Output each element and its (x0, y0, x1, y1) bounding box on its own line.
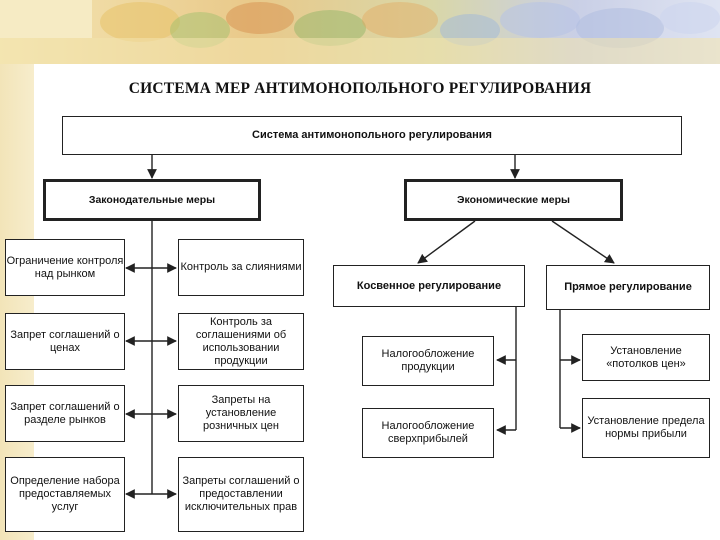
decorative-banner (0, 0, 720, 64)
direct-item-label: Установление предела нормы прибыли (587, 415, 705, 440)
direct-regulation-box: Прямое регулирование (546, 265, 710, 310)
indirect-item: Налогообложение продукции (362, 336, 494, 386)
direct-item-label: Установление «потолков цен» (606, 344, 686, 370)
legislative-right-item-label: Контроль за соглашениями об использовани… (195, 315, 287, 367)
direct-item: Установление «потолков цен» (582, 334, 710, 381)
direct-regulation-label: Прямое регулирование (564, 281, 692, 293)
legislative-left-item-label: Ограничение контроля над рынком (6, 254, 124, 280)
diagram-title: СИСТЕМА МЕР АНТИМОНОПОЛЬНОГО РЕГУЛИРОВАН… (128, 80, 592, 97)
legislative-header-label: Законодательные меры (88, 193, 216, 206)
legislative-left-item: Запрет соглашений о ценах (5, 313, 125, 370)
direct-item: Установление предела нормы прибыли (582, 398, 710, 458)
economic-header-box: Экономические меры (404, 179, 623, 221)
economic-header-label: Экономические меры (457, 193, 570, 206)
indirect-regulation-box: Косвенное регулирование (333, 265, 525, 307)
legislative-right-item-label: Запреты на установление розничных цен (202, 394, 279, 432)
legislative-left-item: Запрет соглашений о разделе рынков (5, 385, 125, 442)
legislative-right-item: Запреты соглашений о предоставлении искл… (178, 457, 304, 532)
legislative-header-box: Законодательные меры (43, 179, 261, 221)
legislative-right-item-label: Запреты соглашений о предоставлении искл… (182, 475, 300, 513)
legislative-left-item-label: Запрет соглашений о разделе рынков (10, 400, 120, 426)
legislative-left-item-label: Определение набора предоставляемых услуг (10, 475, 120, 513)
indirect-item-label: Налогообложение сверхприбылей (381, 420, 475, 445)
legislative-right-item: Запреты на установление розничных цен (178, 385, 304, 442)
legislative-left-item: Определение набора предоставляемых услуг (5, 457, 125, 532)
root-box: Система антимонопольного регулирования (62, 116, 682, 155)
legislative-right-item: Контроль за слияниями (178, 239, 304, 296)
legislative-left-item: Ограничение контроля над рынком (5, 239, 125, 296)
legislative-right-item: Контроль за соглашениями об использовани… (178, 313, 304, 370)
indirect-regulation-label: Косвенное регулирование (356, 279, 502, 292)
legislative-left-item-label: Запрет соглашений о ценах (10, 328, 120, 354)
legislative-right-item-label: Контроль за слияниями (180, 261, 302, 273)
indirect-item-label: Налогообложение продукции (381, 348, 475, 373)
indirect-item: Налогообложение сверхприбылей (362, 408, 494, 458)
root-label: Система антимонопольного регулирования (252, 129, 492, 141)
